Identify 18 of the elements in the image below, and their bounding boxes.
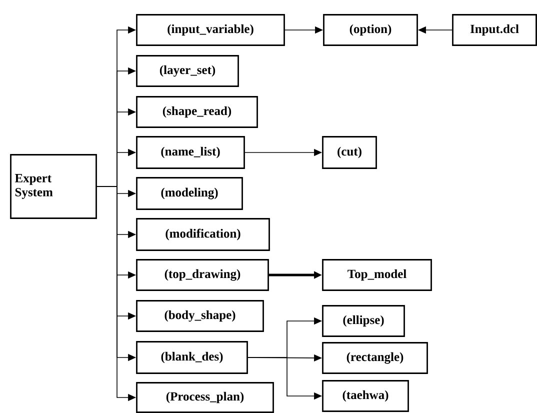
module-box: (modeling) (136, 177, 243, 210)
module-box: (option) (323, 14, 418, 46)
module-box: (shape_read) (136, 96, 258, 128)
module-box: (input_variable) (136, 14, 285, 46)
module-box: (body_shape) (136, 300, 264, 332)
module-box: (modification) (136, 218, 270, 251)
system-box: Expert System (10, 154, 97, 219)
module-box: Input.dcl (452, 14, 537, 46)
module-box: (layer_set) (136, 55, 239, 87)
module-box: (blank_des) (136, 341, 248, 374)
module-box: (name_list) (136, 136, 245, 169)
module-box: (cut) (322, 136, 377, 169)
module-box: (taehwa) (322, 380, 409, 412)
module-box: (top_drawing) (136, 259, 269, 291)
module-box: Top_model (322, 259, 432, 291)
module-box: (rectangle) (322, 342, 428, 374)
module-box: (ellipse) (322, 305, 405, 337)
module-box: (Process_plan) (136, 382, 274, 413)
